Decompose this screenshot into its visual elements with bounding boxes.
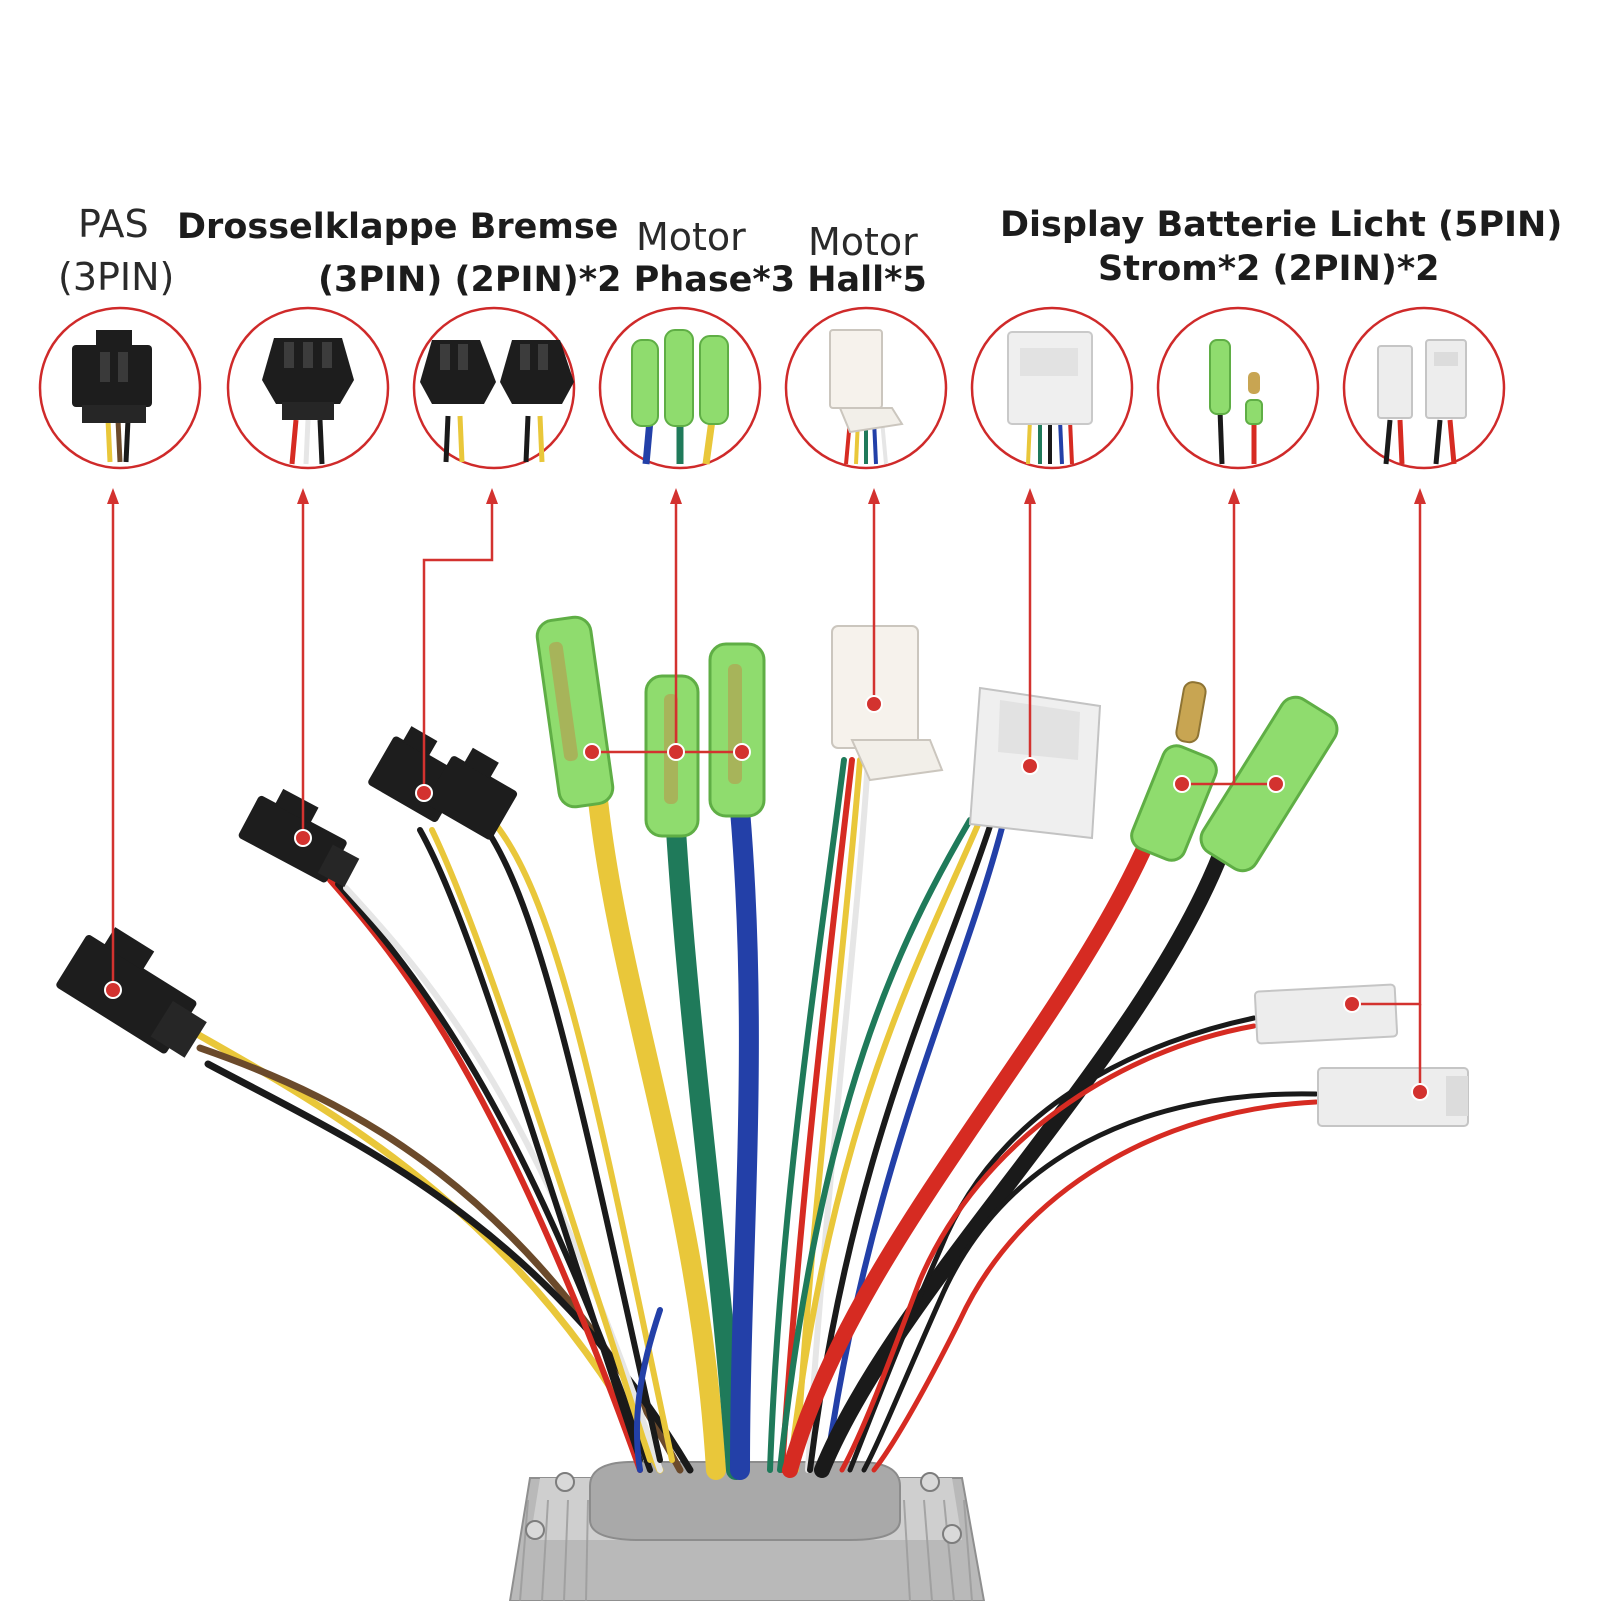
label-throttle-brake: Drosselklappe Bremse — [177, 207, 618, 247]
thumb-motor-hall — [784, 306, 948, 470]
thumb-pas — [38, 306, 202, 470]
thumb-light — [1342, 306, 1506, 470]
labels: PAS (3PIN) Drosselklappe Bremse Motor Mo… — [58, 202, 1562, 300]
connector-motor-hall — [831, 625, 944, 782]
wire-brake-yellow-1 — [429, 827, 653, 1463]
wire-light-black-2 — [861, 1091, 1319, 1473]
thumb-display — [970, 306, 1134, 470]
thumb-battery — [1156, 306, 1320, 470]
connector-pas — [56, 927, 207, 1058]
wire-display-yellow — [787, 817, 983, 1473]
connector-thumbnails — [38, 306, 1506, 470]
pointer-light — [1352, 500, 1422, 1006]
wire-hall-green — [767, 757, 847, 1473]
wire-brake-black-1 — [417, 827, 643, 1463]
wire-pas-brown — [196, 1044, 684, 1474]
pointer-dots — [104, 695, 1429, 1101]
wire-phase-yellow — [588, 790, 726, 1480]
wire-display-green — [777, 817, 973, 1473]
wire-brake-yellow-2 — [489, 817, 675, 1463]
label-motor-phase: Motor — [636, 215, 746, 259]
wire-light-red-1 — [839, 1023, 1257, 1473]
connector-brake — [368, 726, 518, 840]
bundle-connectors — [56, 615, 1469, 1127]
label-pin-counts: (3PIN) (2PIN)*2 Phase*3 Hall*5 — [318, 260, 927, 300]
wire-pas-yellow — [186, 1026, 664, 1474]
thumb-motor-phase — [598, 306, 762, 470]
thumb-brake — [412, 306, 576, 470]
wire-hall-white — [805, 757, 871, 1473]
label-motor-hall: Motor — [808, 220, 918, 264]
pointer-brake — [422, 500, 494, 793]
connector-throttle — [238, 788, 360, 887]
wire-hall-red — [779, 757, 855, 1473]
label-display-battery-light: Display Batterie Licht (5PIN) — [1000, 205, 1562, 245]
connector-light — [1253, 983, 1469, 1127]
wire-phase-blue — [730, 800, 759, 1480]
wire-brake-black-2 — [477, 817, 663, 1463]
wire-blue-thin — [633, 1307, 663, 1473]
wire-bundle — [186, 757, 1319, 1480]
wire-phase-green — [666, 820, 746, 1480]
thumb-throttle — [226, 306, 390, 470]
controller-housing — [508, 1460, 986, 1601]
wire-battery-black — [814, 832, 1234, 1478]
pointer-lines — [107, 488, 1426, 1092]
connector-motor-phase — [535, 615, 766, 838]
wire-light-black-1 — [847, 1015, 1257, 1473]
wire-display-black — [807, 817, 995, 1473]
label-pas: PAS — [78, 202, 149, 246]
wire-battery-red — [782, 832, 1156, 1478]
wire-light-red-2 — [871, 1099, 1319, 1473]
label-pas-pins: (3PIN) — [58, 255, 174, 299]
label-power-pins: Strom*2 (2PIN)*2 — [1098, 249, 1440, 289]
wire-throttle-red — [327, 877, 643, 1473]
